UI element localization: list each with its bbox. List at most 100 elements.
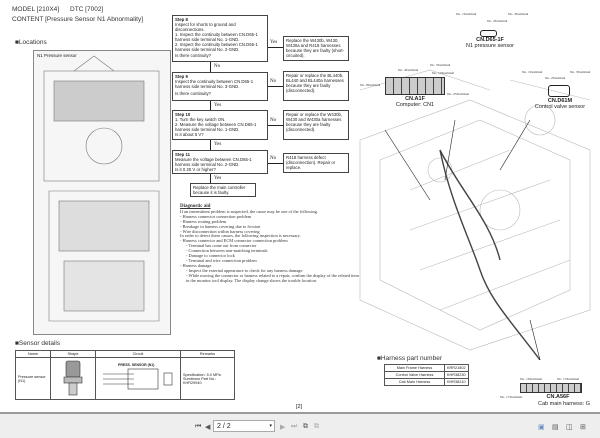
terminal-label: No. 25Terminal [447, 92, 470, 96]
diag-line: - Harness routing problem [180, 218, 227, 224]
diag-line: - While moving the connector or harness … [186, 272, 359, 283]
diag-line: - Connection between non-matching termin… [186, 248, 268, 254]
no-label: No [270, 118, 277, 123]
yes-label: Yes [214, 176, 222, 181]
step11-no-result: R418 harness defect (disconnection). Rep… [283, 153, 349, 173]
sensor-circuit-cell: PRESS. SENSOR (N1) [95, 357, 181, 400]
terminal-label: No. 2Terminal [545, 76, 566, 80]
remark: Sumitomo Part No.: [183, 376, 217, 381]
terminal-label: No. 4Terminal [398, 68, 419, 72]
connector-icon [480, 30, 497, 37]
step-question: Is there continuity? [175, 53, 212, 58]
next-view-icon[interactable]: ⧉ [314, 423, 319, 430]
terminal-label: No. 14Terminal [432, 71, 455, 75]
two-page-continuous-icon[interactable]: ⊞ [580, 424, 586, 431]
harness-name: Cab Main Harness [384, 378, 445, 386]
yes-label: Yes [270, 40, 278, 45]
dtc-label: DTC [7002] [70, 6, 104, 13]
final-result: Replace the main controller because it i… [190, 183, 256, 197]
locations-image: N1 Pressure sensor [33, 50, 171, 335]
no-label: No [270, 79, 277, 84]
locations-image-label: N1 Pressure sensor [37, 53, 77, 58]
single-page-view-icon[interactable]: ▣ [538, 424, 545, 431]
diag-line: - Harness damage [180, 262, 212, 268]
circuit-label: PRESS. SENSOR (N1) [118, 363, 155, 367]
diag-line: - Inspect the external appearance to che… [186, 267, 304, 273]
diagnostic-aid: Diagnostic aid If an intermittent proble… [180, 204, 360, 284]
connector-name: CN.A1F [405, 96, 425, 102]
model-label: MODEL [210X4] [12, 6, 60, 13]
connector-name: CN.D65-1F [476, 37, 504, 43]
connector-name: CN.D61M [547, 98, 573, 104]
step10-no-result: Repair or replace the W430b, W430 and W4… [283, 110, 349, 140]
sensor-details-title: ■Sensor details [15, 340, 61, 347]
circuit-diagram [103, 368, 173, 390]
step-line: Inspect the continuity between CN.D65-1 … [175, 79, 254, 89]
step9-no-result: Repair or replace the BL440b, BL440 and … [283, 71, 349, 101]
terminal-label: No. 1Terminal [456, 12, 477, 16]
pressure-sensor-icon [63, 360, 83, 396]
terminal-label: No. 3Terminal [508, 12, 529, 16]
yes-label: Yes [214, 103, 222, 108]
sensor-details-table: Name Shape Circuit Remarks Pressure sens… [15, 350, 235, 400]
last-page-icon[interactable]: ⏭ [291, 423, 298, 430]
connector-name: CN.A56F [546, 394, 570, 400]
step9-box: Step 9 Inspect the continuity between CN… [172, 72, 268, 101]
harness-name: Main Frame Harness [384, 364, 445, 372]
step-title: Step 10 [175, 112, 191, 117]
chevron-down-icon[interactable]: ▾ [269, 423, 272, 429]
terminal-label: No. 1Terminal [522, 70, 543, 74]
no-label: No [214, 64, 221, 69]
harness-routing-diagram [359, 69, 591, 360]
connector-icon [520, 383, 582, 393]
two-page-view-icon[interactable]: ◫ [566, 424, 573, 431]
step10-box: Step 10 1. Turn the key switch ON. 2. Me… [172, 110, 268, 140]
terminal-label: No. 15Terminal [557, 377, 580, 381]
harness-title: ■Harness part number [377, 355, 442, 362]
step-line: 2. Measure the voltage between CN.D65-1 … [175, 122, 257, 132]
harness-part: KHR38210 [444, 378, 469, 386]
continuous-view-icon[interactable]: ▤ [552, 424, 559, 431]
diag-line: - Breakage in harness covering due to fr… [180, 223, 261, 229]
page-number-input[interactable]: 2 / 2 ▾ [213, 420, 275, 432]
terminal-label: No. 5Terminal [430, 63, 451, 67]
step-question: Is it about 5 V? [175, 132, 204, 137]
remark: Specification: 5.0 MPa [183, 372, 221, 377]
pdf-toolbar: ⏮ ◀ 2 / 2 ▾ ▶ ⏭ ⧉ ⧉ ▣ ▤ ◫ ⊞ [0, 412, 600, 438]
terminal-label: No. 3Terminal [570, 70, 591, 74]
harness-name: Control Valve Harness [384, 371, 445, 379]
connector-icon [385, 77, 445, 95]
column-header: Name [15, 350, 51, 358]
terminal-label: No. 8Terminal [360, 83, 381, 87]
diag-line: - Damage to connector lock [186, 253, 235, 259]
document-page: MODEL [210X4] DTC [7002] CONTENT [Pressu… [12, 6, 591, 410]
step8-box: Step 8 Inspect for shorts to ground and … [172, 15, 268, 62]
connector-desc: Control valve sensor [534, 104, 586, 110]
step-question: Is there continuity? [175, 91, 212, 96]
step-title: Step 11 [175, 152, 191, 157]
step-title: Step 8 [175, 17, 188, 22]
column-header: Shape [50, 350, 96, 358]
step-line: Measure the voltage between CN.D65-1 har… [175, 157, 252, 167]
next-page-icon[interactable]: ▶ [280, 424, 286, 431]
column-header: Remarks [180, 350, 235, 358]
page-number: [2] [296, 404, 303, 410]
page-value: 2 / 2 [217, 423, 231, 430]
terminal-label: No. 16Terminal [520, 377, 543, 381]
remark: KHR29940 [183, 380, 202, 385]
terminal-label: No. 2Terminal [487, 19, 508, 23]
step11-box: Step 11 Measure the voltage between CN.D… [172, 150, 268, 174]
diag-line: - Terminal and wire connection problem [186, 257, 257, 263]
diag-line: - Harness connector connection problem [180, 213, 252, 219]
no-label: No [270, 156, 277, 161]
first-page-icon[interactable]: ⏮ [195, 423, 202, 430]
previous-view-icon[interactable]: ⧉ [303, 423, 308, 430]
connector-desc: Computer: CN1 [395, 102, 435, 108]
diagnostic-title: Diagnostic aid [180, 204, 211, 209]
previous-page-icon[interactable]: ◀ [205, 424, 211, 431]
sensor-shape-cell [50, 357, 96, 400]
diag-line: - Harness connector and ECM connector co… [180, 238, 288, 244]
column-header: Circuit [95, 350, 181, 358]
diag-line: - Terminal has come out from connector [186, 243, 257, 249]
